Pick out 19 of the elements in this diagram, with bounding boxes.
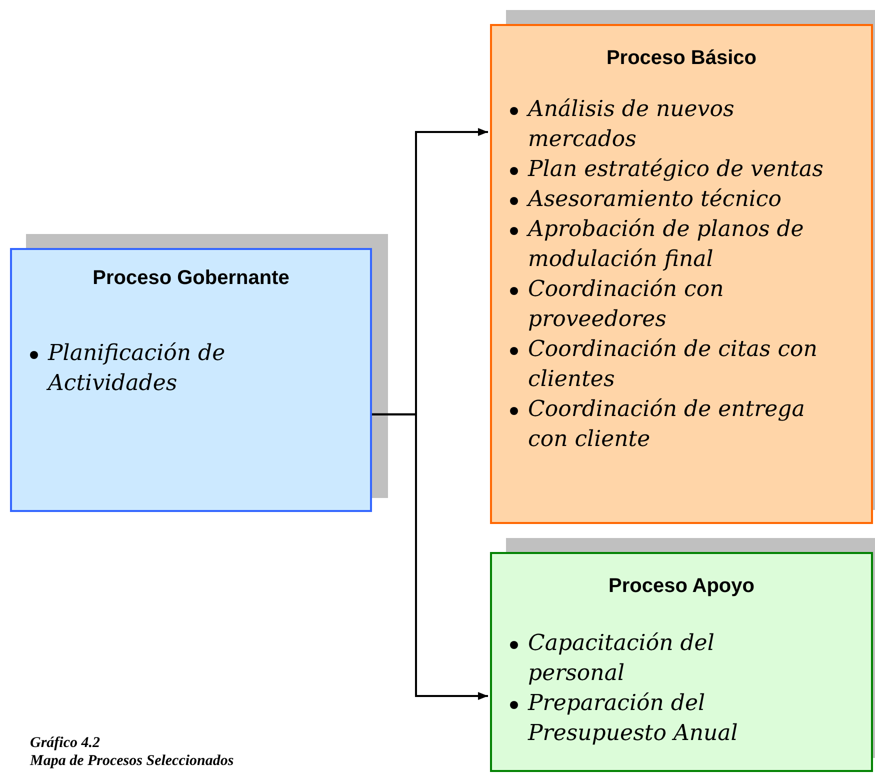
process-box [490,552,873,772]
bullet-text: Coordinación de citas con clientes [528,336,818,394]
caption-text: Mapa de Procesos Seleccionados [30,752,234,770]
bullet-text: Coordinación de entrega con cliente [528,396,806,454]
box-heading: Proceso Básico [605,46,758,71]
bullet-text: Análisis de nuevos mercados [528,96,736,154]
bullet-text: Plan estratégico de ventas [528,156,824,184]
bullet-text: Planificación de Actividades [48,340,226,398]
bullet-text: Asesoramiento técnico [528,186,782,214]
bullet-text: Aprobación de planos de modulación final [528,216,805,274]
bullet-text: Preparación del Presupuesto Anual [528,690,739,748]
bullet-text: Capacitación del personal [528,630,716,688]
bullet-text: Coordinación con proveedores [528,276,725,334]
box-heading: Proceso Apoyo [608,574,756,599]
caption-text: Gráfico 4.2 [30,734,101,752]
box-heading: Proceso Gobernante [92,266,290,291]
process-box [10,248,372,512]
connector-arrow [372,413,488,700]
process-box [490,24,873,524]
